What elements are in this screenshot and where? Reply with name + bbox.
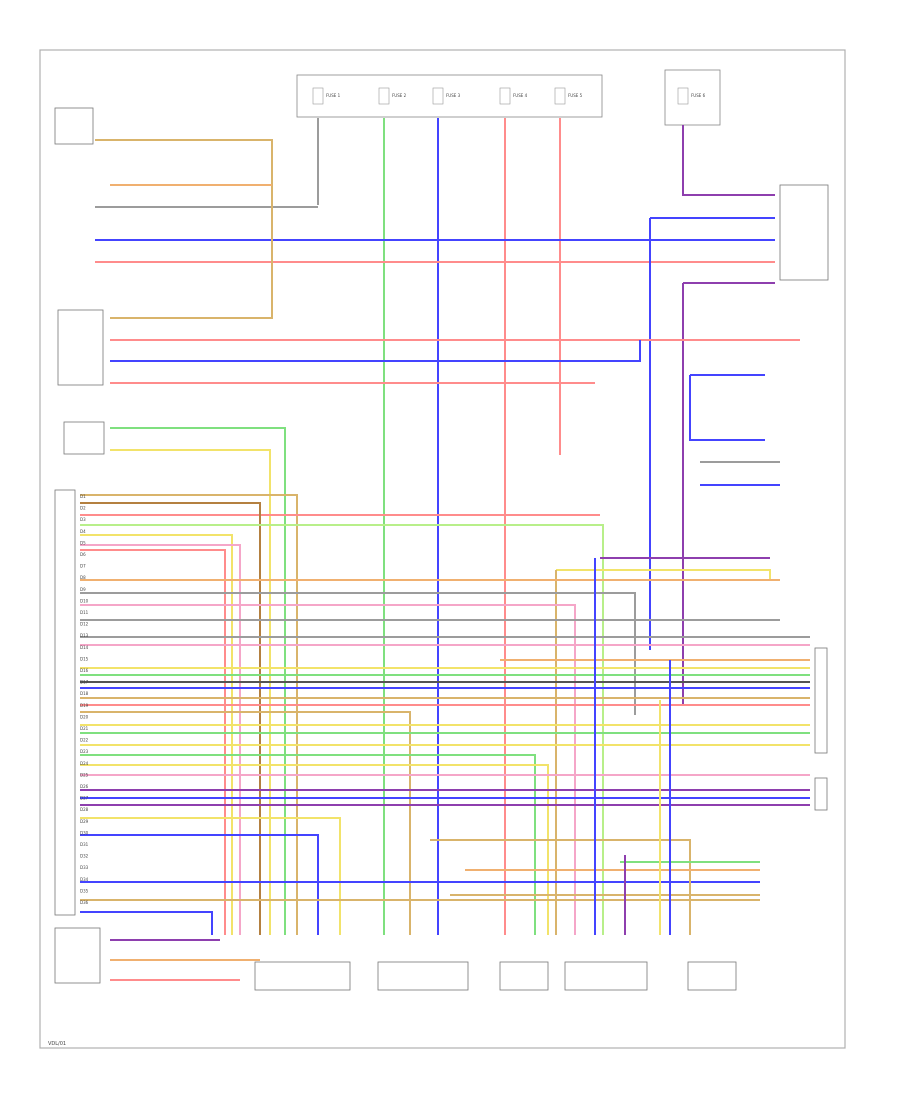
wire-purple	[682, 125, 775, 196]
diagram-frame	[39, 49, 846, 1049]
connector-pin-label: D16	[80, 668, 89, 673]
wire-lightgreen	[80, 524, 604, 935]
fuse-symbol	[677, 87, 689, 105]
wire-blue	[80, 911, 213, 935]
connector-pin-label: D34	[80, 877, 89, 882]
connector-pin-label: D5	[80, 540, 86, 545]
connector-pin-label: D13	[80, 633, 89, 638]
main-control-module	[54, 489, 76, 916]
fuse-label: FUSE 1	[326, 93, 341, 98]
connector-pin-label: D1	[80, 494, 86, 499]
wire-yellow	[80, 817, 341, 935]
wire-blue	[649, 217, 775, 650]
fuse-symbol	[312, 87, 324, 105]
wire-tan	[80, 494, 298, 935]
fuse-label: FUSE 3	[446, 93, 461, 98]
connector-pin-label: D19	[80, 703, 89, 708]
wire-blue	[80, 834, 319, 935]
bottom-module-4	[564, 961, 648, 991]
fuse-label: FUSE 4	[513, 93, 528, 98]
connector-pin-label: D23	[80, 749, 89, 754]
connector-pin-label: D10	[80, 598, 89, 603]
left-switch-component	[54, 107, 94, 145]
footer-code: VDL/01	[48, 1041, 66, 1047]
connector-pin-label: D32	[80, 854, 89, 859]
bottom-module-3	[499, 961, 549, 991]
connector-pin-label: D36	[80, 900, 89, 905]
connector-pin-label: D2	[80, 506, 86, 511]
wire-green	[80, 754, 536, 935]
wire-pink	[80, 604, 576, 935]
wire-group	[80, 118, 810, 981]
wire-purple	[682, 282, 775, 705]
connector-pin-label: D20	[80, 714, 89, 719]
fuse-label: FUSE 2	[392, 93, 407, 98]
fuse-label: FUSE 5	[568, 93, 583, 98]
connector-pin-label: D21	[80, 726, 89, 731]
wire-tan	[80, 711, 411, 935]
connector-pin-label: D11	[80, 610, 89, 615]
connector-pin-label: D28	[80, 807, 89, 812]
connector-pin-label: D8	[80, 575, 86, 580]
bottom-left-component	[54, 927, 101, 984]
connector-pin-label: D29	[80, 819, 89, 824]
connector-pin-label: D31	[80, 842, 89, 847]
wire-yellow	[110, 449, 271, 935]
fuse-symbol	[378, 87, 390, 105]
connector-pin-labels: D1D2D3D4D5D6D7D8D9D10D11D12D13D14D15D16D…	[80, 494, 89, 905]
right-connector-bottom	[814, 777, 828, 811]
fuse-symbol	[499, 87, 511, 105]
fuse-label: FUSE 6	[691, 93, 706, 98]
connector-pin-label: D30	[80, 830, 89, 835]
connector-pin-label: D7	[80, 564, 86, 569]
fuse-symbol	[554, 87, 566, 105]
right-connector-lower	[814, 647, 828, 754]
connector-pin-label: D15	[80, 656, 89, 661]
wire-tan	[430, 839, 691, 935]
connector-pin-label: D24	[80, 761, 89, 766]
relay-left-upper	[57, 309, 104, 386]
connector-pin-label: D4	[80, 529, 86, 534]
connector-pin-label: D18	[80, 691, 89, 696]
wire-yellow	[556, 569, 771, 580]
bottom-module-2	[377, 961, 469, 991]
wire-blue	[110, 340, 641, 362]
fuse-box: FUSE 1 FUSE 2 FUSE 3 FUSE 4 FUSE 5 FUSE 6	[296, 69, 721, 126]
wire-red	[80, 549, 226, 935]
bottom-module-1	[254, 961, 351, 991]
connector-pin-label: D27	[80, 796, 89, 801]
wire-tan	[95, 139, 273, 319]
connector-pin-label: D3	[80, 517, 86, 522]
wire-blue	[689, 374, 765, 441]
relay-left-middle	[63, 421, 105, 455]
bottom-module-5	[687, 961, 737, 991]
connector-pin-label: D22	[80, 738, 89, 743]
connector-pin-label: D26	[80, 784, 89, 789]
connector-pin-label: D35	[80, 888, 89, 893]
connector-pin-label: D14	[80, 645, 89, 650]
wire-yellow	[80, 764, 549, 935]
wire-gray	[80, 592, 636, 715]
fuse-symbol	[432, 87, 444, 105]
right-connector-upper	[779, 184, 829, 281]
connector-pin-label: D12	[80, 622, 89, 627]
connector-pin-label: D17	[80, 680, 89, 685]
connector-pin-label: D9	[80, 587, 86, 592]
connector-pin-label: D25	[80, 772, 89, 777]
connector-pin-label: D6	[80, 552, 86, 557]
wire-pink	[80, 544, 241, 935]
connector-pin-label: D33	[80, 865, 89, 870]
wire-yellow	[80, 534, 233, 935]
